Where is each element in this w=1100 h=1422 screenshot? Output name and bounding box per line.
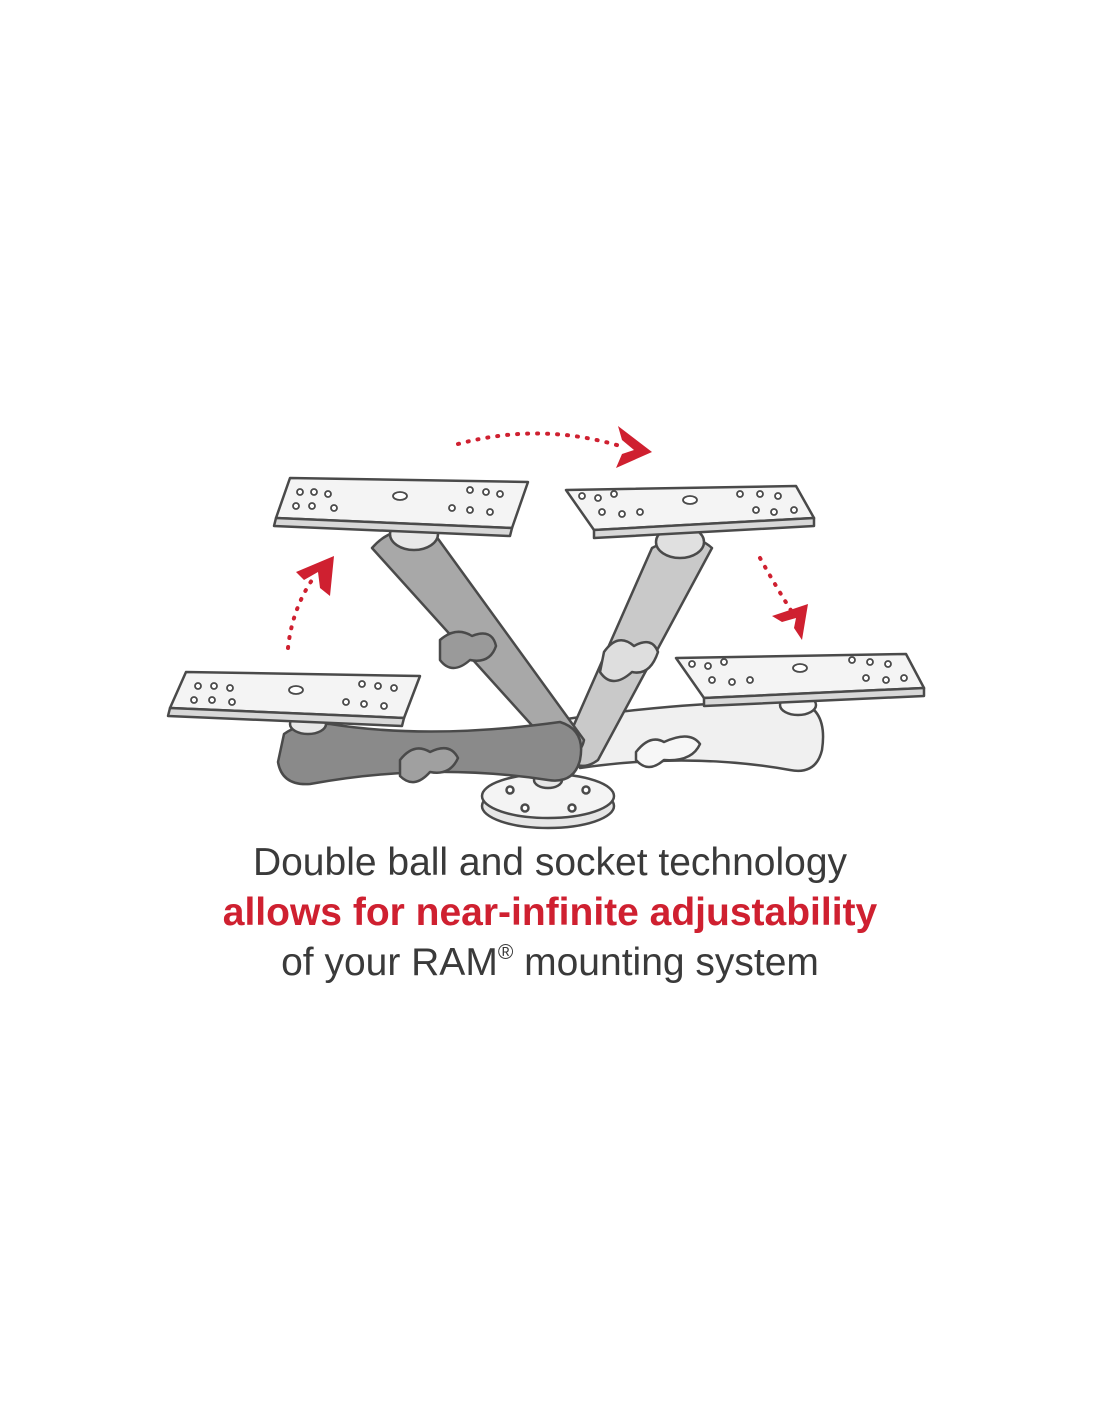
caption: Double ball and socket technology allows… — [0, 838, 1100, 988]
caption-line-1: Double ball and socket technology — [252, 841, 848, 884]
mounting-plate-icon — [674, 652, 926, 708]
caption-line-3-start: of your RAM — [281, 941, 498, 984]
registered-mark: ® — [497, 941, 514, 964]
double-socket-arm-icon — [560, 524, 714, 768]
mounting-plate-icon — [166, 670, 422, 728]
caption-line-3: of your RAM® mounting system — [0, 938, 1100, 988]
caption-line-3-end: mounting system — [513, 941, 819, 984]
double-socket-arm-icon — [276, 712, 583, 786]
round-base-icon — [480, 770, 616, 830]
direction-arrow-icon — [286, 431, 794, 650]
caption-highlight: allows for near-infinite adjustability — [222, 891, 878, 934]
mounting-plate-icon — [564, 484, 816, 540]
mounting-plate-icon — [272, 476, 530, 538]
direction-arrow-icon — [296, 426, 808, 640]
